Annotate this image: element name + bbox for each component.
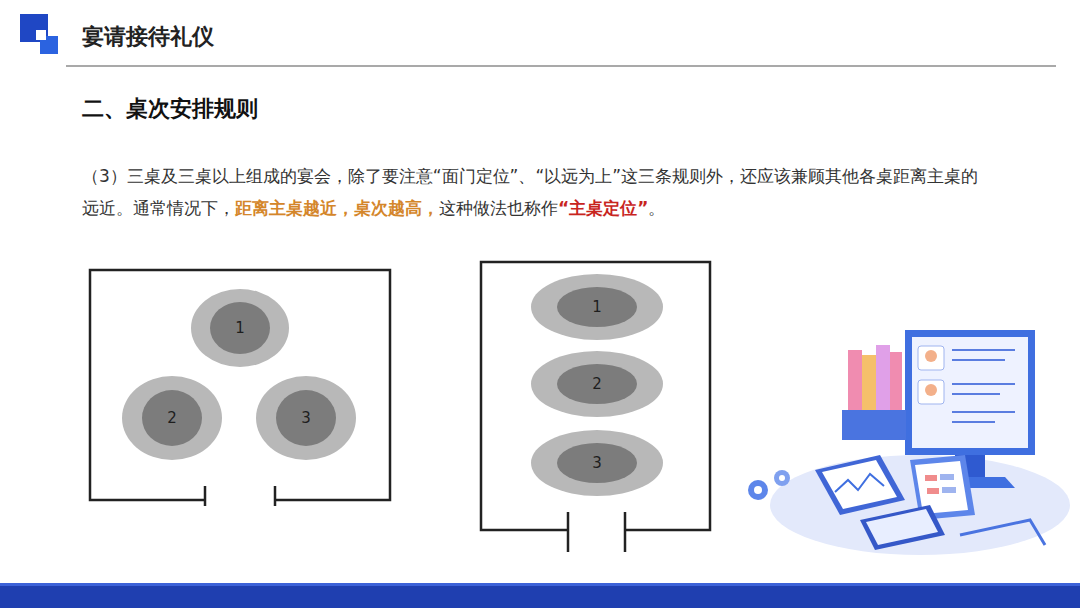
table-number: 1 — [191, 289, 289, 367]
highlight-text: 距离主桌越近，桌次越高， — [235, 198, 439, 218]
body-paragraph: （3）三桌及三桌以上组成的宴会，除了要注意“面门定位”、“以远为上”这三条规则外… — [82, 160, 992, 224]
door-mark — [204, 486, 207, 506]
room-outline — [481, 262, 710, 530]
table-node: 1 — [531, 274, 663, 340]
table-node: 2 — [122, 376, 222, 460]
body-text: 。 — [648, 198, 665, 218]
door-mark — [624, 512, 627, 552]
table-node: 1 — [191, 289, 289, 367]
door-mark — [274, 486, 277, 506]
door-mark — [567, 512, 570, 552]
computer-illustration — [748, 330, 1070, 555]
table-number: 2 — [122, 376, 222, 460]
table-node: 3 — [531, 430, 663, 496]
table-number: 2 — [531, 351, 663, 417]
table-node: 3 — [256, 376, 356, 460]
footer-bar — [0, 583, 1080, 608]
table-number: 3 — [256, 376, 356, 460]
title-text: 宴请接待礼仪 — [82, 24, 214, 49]
table-node: 2 — [531, 351, 663, 417]
heading-text: 二、桌次安排规则 — [82, 96, 258, 121]
header-rule — [66, 65, 1056, 66]
slide-title: 宴请接待礼仪 — [82, 22, 214, 52]
section-heading: 二、桌次安排规则 — [82, 94, 258, 124]
logo-square — [20, 14, 48, 42]
logo-square — [36, 30, 46, 40]
table-number: 1 — [531, 274, 663, 340]
table-number: 3 — [531, 430, 663, 496]
room-outline — [90, 270, 390, 500]
highlight-text: “主桌定位” — [558, 198, 648, 218]
body-text: 这种做法也称作 — [439, 198, 558, 218]
footer-bar — [0, 583, 1080, 586]
